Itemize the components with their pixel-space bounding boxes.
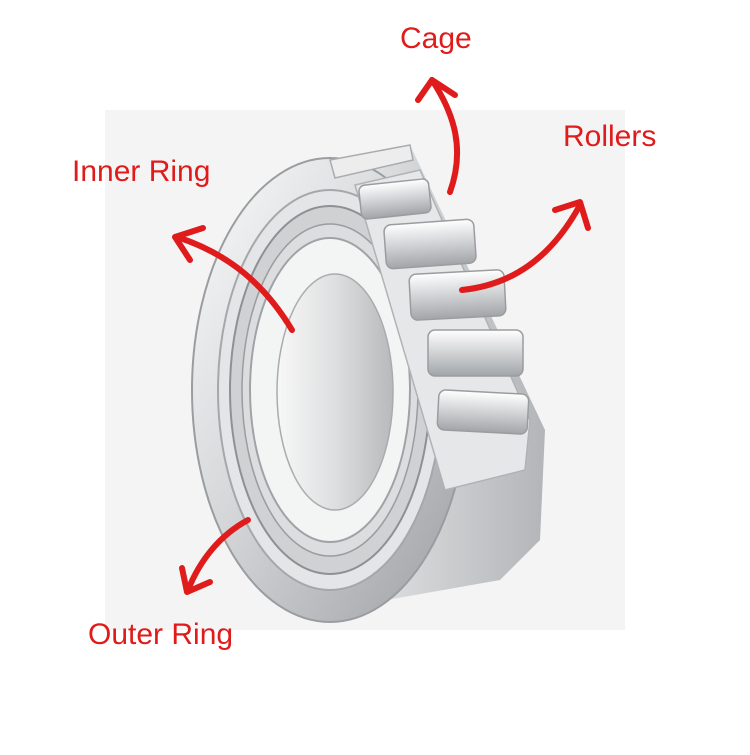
outer-ring-label: Outer Ring <box>88 618 234 651</box>
outer-ring-arrow <box>185 517 251 593</box>
inner-ring-arrowhead-icon <box>172 225 206 263</box>
outer-ring-rim <box>329 144 414 179</box>
roller <box>427 329 524 377</box>
rollers-arrowhead-icon <box>552 199 591 231</box>
inner-ring-label: Inner Ring <box>72 155 211 188</box>
rollers-label: Rollers <box>563 120 657 153</box>
roller <box>358 178 432 220</box>
cage-label: Cage <box>400 22 472 55</box>
inner-ring-arrow <box>177 235 295 333</box>
rollers <box>358 178 530 435</box>
rollers-arrow <box>459 202 583 293</box>
roller <box>436 389 530 435</box>
roller <box>383 218 477 270</box>
roller <box>408 269 507 321</box>
cage-arrow <box>429 77 461 195</box>
cage-arrowhead-icon <box>415 77 458 103</box>
inner-ring-bore <box>276 273 394 511</box>
annotation-arrows <box>172 77 591 595</box>
outer-ring-arrowhead-icon <box>179 565 213 595</box>
